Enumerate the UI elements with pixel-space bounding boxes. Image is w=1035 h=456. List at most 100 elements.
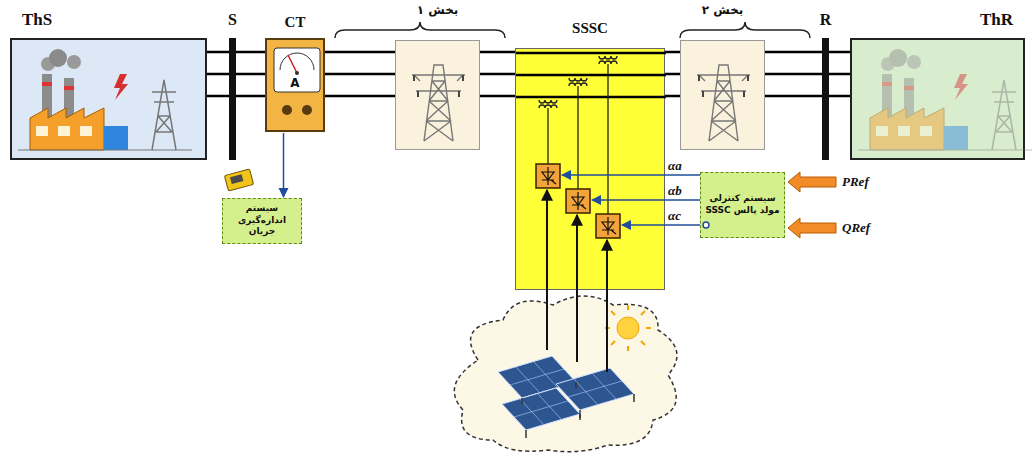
building (944, 126, 968, 150)
thyristor-box (596, 214, 620, 238)
tower-art (992, 80, 1016, 150)
thyristor-symbol (602, 217, 616, 235)
sssc-box: SSSC (515, 48, 665, 290)
needle-pivot (295, 71, 299, 75)
transformer-winding (539, 105, 557, 108)
phase-line (516, 52, 666, 55)
box-text: سیستم اندازه‌گیری جریان (227, 203, 297, 238)
receiver-thevenin-box: ThR (850, 38, 1025, 160)
smoke (49, 49, 67, 67)
three-phase-line (765, 52, 822, 96)
angle-label: αc (666, 208, 683, 224)
thyristor-symbol (542, 167, 556, 185)
thyristor-symbol (572, 192, 586, 210)
meter-device-icon (224, 169, 253, 191)
node-heading: CT (285, 13, 306, 33)
chimney-band (882, 82, 892, 86)
thyristor-box (566, 189, 590, 213)
reference-arrow (788, 218, 836, 238)
transformer-lead (547, 108, 548, 164)
tower-art (412, 65, 465, 141)
phase-line (516, 96, 666, 99)
node-heading: S (228, 10, 237, 31)
reference-label: QRef (840, 220, 872, 236)
window (920, 126, 932, 136)
meter-needle (288, 55, 297, 73)
smoke (67, 55, 81, 69)
current-transformer: CTA (265, 38, 325, 132)
tower-crossarm (697, 75, 750, 91)
ground-line (858, 150, 1032, 151)
meter-unit: A (290, 76, 299, 92)
meter-face (274, 48, 320, 92)
tower-art (152, 80, 176, 150)
phase-line (516, 74, 666, 77)
three-phase-line (325, 52, 395, 96)
smoke (907, 55, 921, 69)
tower-crossarm (412, 75, 465, 91)
node-heading: بخش ۱ (417, 3, 459, 19)
ground-line (18, 150, 192, 151)
insulator (414, 75, 463, 97)
node-illustration (396, 41, 481, 151)
lightning (954, 74, 968, 100)
box-text: سیستم کنترلی مولد پالس SSSC (705, 193, 780, 216)
node-illustration (516, 49, 666, 291)
meter-scale (280, 53, 314, 70)
smoke (889, 49, 907, 67)
factory-building (30, 108, 104, 150)
angle-label: αb (666, 183, 684, 199)
insulator (699, 75, 748, 97)
tower-lattice (709, 65, 738, 141)
power-plant-art (858, 49, 1032, 150)
measurement-box: سیستم اندازه‌گیری جریان (222, 198, 302, 244)
power-plant-art (18, 49, 192, 150)
sun (617, 317, 639, 339)
meter-knob (302, 105, 312, 115)
transformer-lead (577, 86, 578, 189)
chimney-band (904, 86, 914, 90)
line-section: بخش ۱ (395, 40, 480, 150)
line-section: بخش ۲ (680, 40, 765, 150)
window (898, 126, 910, 136)
three-phase-line (665, 52, 680, 96)
thyristor-box (536, 164, 560, 188)
three-phase-line (207, 52, 229, 96)
reference-arrow (788, 172, 836, 192)
node-illustration (852, 40, 1027, 162)
transformer-winding (599, 61, 617, 64)
control-box: سیستم کنترلی مولد پالس SSSC (700, 172, 785, 238)
node-illustration (12, 40, 209, 162)
window (58, 126, 70, 136)
signal-arrow (283, 133, 285, 197)
node-heading: R (820, 10, 832, 31)
chimney-band (64, 86, 74, 90)
reference-label: PRef (840, 174, 871, 190)
factory-building (870, 108, 944, 150)
window (36, 126, 48, 136)
meter-knob (282, 105, 292, 115)
solar-panels (498, 356, 634, 438)
transformer-winding (569, 83, 587, 86)
node-heading: ThS (22, 9, 52, 31)
building (104, 126, 128, 150)
three-phase-line (829, 52, 850, 96)
sun-rays (605, 305, 651, 351)
chimney-band (42, 82, 52, 86)
node-heading: ThR (980, 9, 1013, 31)
solar-cloud (454, 296, 677, 452)
section-bracket (680, 22, 810, 38)
solar-field (454, 296, 677, 452)
transformer-lead (607, 64, 608, 214)
transformer-winding (539, 100, 557, 103)
window (876, 126, 888, 136)
node-illustration (681, 41, 766, 151)
node-heading: SSSC (572, 19, 608, 39)
transformer-winding (569, 78, 587, 81)
lightning (114, 74, 128, 100)
tower-art (697, 65, 750, 141)
window (80, 126, 92, 136)
bus-bar: R (822, 38, 829, 160)
section-bracket (335, 22, 505, 38)
bus-bar: S (229, 38, 236, 160)
